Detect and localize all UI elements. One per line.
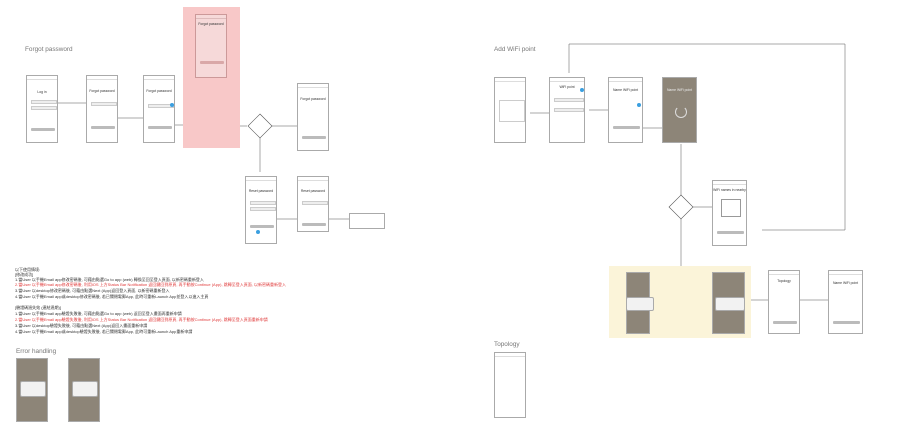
- screen-title: Log in: [37, 90, 47, 94]
- decision-diamond: [247, 113, 273, 139]
- email-field[interactable]: [91, 102, 117, 106]
- touch-indicator-icon: [580, 88, 584, 92]
- screen-title: Reset password: [300, 189, 326, 193]
- screen-forgot-password-filled: Forgot password: [143, 75, 175, 143]
- screen-wifi-dialog-2: [712, 272, 745, 334]
- note-line: 1.當User 以手機Email app修改密碼後, 可藉由點選Go to ap…: [15, 277, 204, 282]
- screen-forgot-password-email-sent: Forgot password: [195, 14, 227, 78]
- screen-reset-password: Reset password: [245, 176, 277, 244]
- screen-title: Name WiFi point: [666, 88, 693, 92]
- decision-diamond: [668, 194, 694, 220]
- login-button[interactable]: [31, 128, 55, 131]
- screen-title: Forgot password: [198, 22, 224, 26]
- notes-heading: 以下使用情境:: [15, 267, 41, 272]
- next-button[interactable]: [613, 126, 640, 129]
- screen-login: Log in: [26, 75, 58, 143]
- screen-add-wifi-point: WiFi point: [549, 77, 585, 143]
- error-dialog: [72, 381, 98, 397]
- notes-group2-title: [驗證碼過失效 (連結過期)]: [15, 305, 61, 310]
- wifi-point-option[interactable]: [554, 108, 584, 112]
- note-line: 3.當User 以desktop修改密碼後, 可藉由點選Next (App)返回…: [15, 288, 170, 293]
- new-password-field[interactable]: [302, 201, 328, 205]
- loading-spinner-icon: [675, 106, 687, 118]
- screen-name-wifi-point-loading: Name WiFi point: [662, 77, 697, 143]
- note-line: 1.當User 以手機Email app驗證失敗後, 可藉由點選Go to ap…: [15, 311, 182, 316]
- screen-forgot-password-result: Forgot password: [297, 83, 329, 151]
- touch-indicator-icon: [256, 230, 260, 234]
- error-dialog: [20, 381, 46, 397]
- screen-wifi-dialog: [626, 272, 654, 334]
- next-button[interactable]: [833, 321, 860, 324]
- continue-button[interactable]: [200, 61, 224, 64]
- note-box: [349, 213, 385, 229]
- confirm-password-field[interactable]: [250, 207, 276, 211]
- continue-button[interactable]: [717, 231, 744, 234]
- section-title-add-wifi-point: Add WiFi point: [494, 46, 536, 53]
- screen-reset-password-done: Reset password: [297, 176, 329, 232]
- touch-indicator-icon: [637, 103, 641, 107]
- notes-group1-title: [修改成功]: [15, 272, 34, 277]
- screen-topology: Topology: [768, 270, 800, 334]
- section-title-topology: Topology: [494, 341, 520, 348]
- screen-title: Name WiFi point: [612, 88, 639, 92]
- reset-button[interactable]: [302, 223, 326, 226]
- password-field[interactable]: [31, 106, 57, 110]
- note-line: 4.當User 以手機Email app或desktop修改密碼後, 若已關閉電…: [15, 294, 209, 299]
- screen-name-wifi-point: Name WiFi point: [608, 77, 643, 143]
- next-button[interactable]: [302, 136, 326, 139]
- device-grid: [499, 100, 525, 122]
- send-button[interactable]: [91, 126, 115, 129]
- screen-error-dialog: [16, 358, 48, 422]
- reset-button[interactable]: [250, 225, 274, 228]
- screen-wifi-names-nearby: WiFi names in nearby: [712, 180, 747, 246]
- screen-title: Forgot password: [146, 89, 172, 93]
- send-button[interactable]: [148, 126, 172, 129]
- wifi-dialog: [715, 297, 745, 311]
- note-line: 4.當User 以手機Email app或desktop驗證失敗後, 若已關閉電…: [15, 329, 193, 334]
- screen-topology-sketch: [494, 352, 526, 418]
- email-field[interactable]: [31, 100, 57, 104]
- new-password-field[interactable]: [250, 201, 276, 205]
- note-line: 2.當User 以手機Email app驗證失敗後, 利用iOS 上方Statu…: [15, 317, 268, 322]
- screen-title: Reset password: [248, 189, 274, 193]
- screen-title: Topology: [777, 279, 791, 283]
- screen-forgot-password: Forgot password: [86, 75, 118, 143]
- section-title-forgot-password: Forgot password: [25, 46, 73, 53]
- screen-title: Forgot password: [89, 89, 115, 93]
- wifi-point-option[interactable]: [554, 98, 584, 102]
- section-title-error-handling: Error handling: [16, 348, 57, 355]
- touch-indicator-icon: [170, 103, 174, 107]
- screen-title: WiFi names in nearby: [713, 188, 746, 192]
- done-button[interactable]: [773, 321, 797, 324]
- note-line: 2.當User 以手機Email app修改密碼後, 利用iOS 上方Statu…: [15, 282, 286, 287]
- screen-title: Name WiFi point: [832, 281, 859, 285]
- screen-title: WiFi point: [559, 85, 575, 89]
- screen-error-dialog-2: [68, 358, 100, 422]
- screen-title: Forgot password: [300, 97, 326, 101]
- screen-name-wifi-point-final: Name WiFi point: [828, 270, 863, 334]
- image-placeholder: [721, 199, 741, 217]
- wifi-dialog: [626, 297, 654, 311]
- note-line: 3.當User 以desktop驗證失敗後, 可藉由點選Next (App)返回…: [15, 323, 148, 328]
- screen-home-devices: [494, 77, 526, 143]
